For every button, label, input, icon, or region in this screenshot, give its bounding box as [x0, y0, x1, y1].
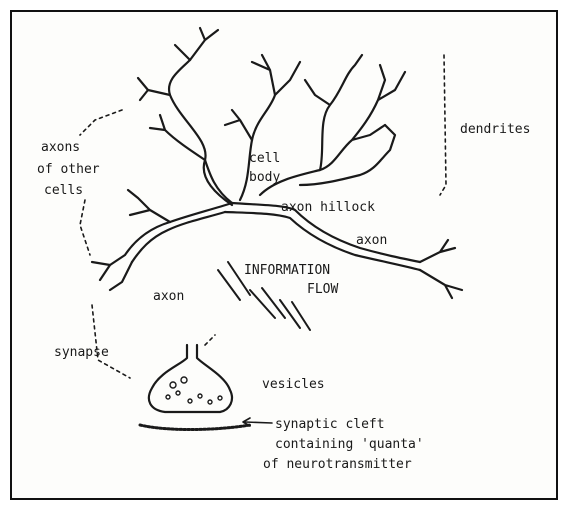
label-axon-lower: axon [153, 289, 184, 304]
cleft-arrow [245, 422, 272, 423]
label-containing-quanta: containing 'quanta' [275, 437, 424, 452]
label-information: INFORMATION [244, 263, 330, 278]
label-axons-3: cells [44, 183, 83, 198]
label-axon-hillock: axon hillock [281, 200, 375, 215]
dashed-indicators [80, 55, 446, 378]
label-flow: FLOW [307, 282, 338, 297]
label-vesicles: vesicles [262, 377, 325, 392]
label-axons-2: of other [37, 162, 100, 177]
label-neurotransmitter: of neurotransmitter [263, 457, 412, 472]
label-cell-body-1: cell [249, 151, 280, 166]
label-synaptic-cleft: synaptic cleft [275, 417, 385, 432]
label-axons-1: axons [41, 140, 80, 155]
label-axon-right: axon [356, 233, 387, 248]
label-synapse: synapse [54, 345, 109, 360]
label-dendrites: dendrites [460, 122, 530, 137]
label-cell-body-2: body [249, 170, 280, 185]
vesicle-dots [166, 377, 222, 404]
synaptic-terminal [140, 345, 250, 430]
